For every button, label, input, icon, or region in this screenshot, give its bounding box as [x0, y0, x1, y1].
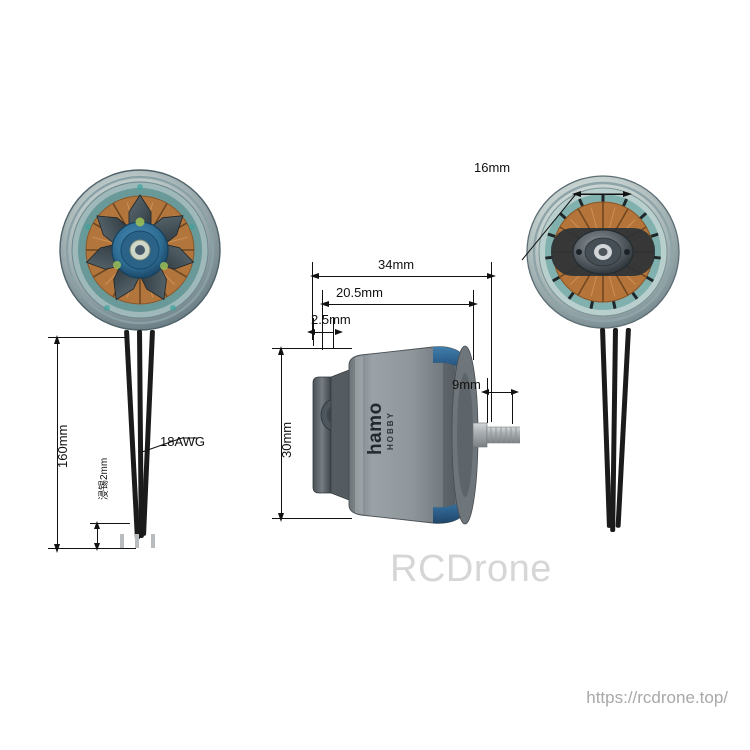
dim-arrows-30	[278, 346, 284, 522]
dim-line-tin	[97, 523, 98, 548]
leader-16mm	[521, 193, 630, 261]
site-url-text: https://rcdrone.top/	[586, 688, 728, 707]
ext-line-9-left	[487, 378, 488, 423]
motor-side-view-graphic	[312, 345, 526, 525]
ext-line-30-bottom	[272, 518, 352, 519]
dim-arrows-205	[320, 301, 478, 307]
dim-line-9	[487, 392, 512, 393]
watermark-text: RCDrone	[390, 548, 552, 590]
ext-line-160-bottom	[48, 548, 136, 549]
brand-sub: HOBBY	[380, 411, 398, 450]
dim-arrows-tin	[94, 521, 100, 551]
front-view-left	[55, 165, 225, 335]
dim-arrows-25	[307, 329, 343, 335]
dim-arrows-160	[54, 335, 60, 553]
dim-line-25	[313, 332, 333, 333]
brand-sub-label: HOBBY	[386, 411, 395, 450]
dim-line-34	[312, 276, 491, 277]
ext-line-34-left	[312, 262, 313, 340]
dim-label-18awg: 18AWG	[160, 434, 206, 449]
ext-line-160-top	[48, 337, 126, 338]
dim-label-tinned: 浸锡2mm	[99, 457, 110, 500]
motor-wire-right-3	[615, 327, 631, 528]
dim-arrows-16	[572, 191, 632, 197]
dim-arrows-34	[310, 273, 496, 279]
dim-label-34mm: 34mm	[378, 257, 415, 272]
dim-line-160	[57, 337, 58, 548]
dim-label-9mm: 9mm	[452, 377, 481, 392]
dim-label-205mm: 20.5mm	[336, 285, 383, 300]
dim-line-205	[322, 304, 473, 305]
stator-front-view-graphic	[59, 169, 221, 331]
side-view-center	[305, 335, 526, 535]
dim-label-30mm: 30mm	[279, 421, 294, 458]
ext-line-tin-top	[90, 523, 130, 524]
motor-bottom-view-graphic	[526, 175, 680, 329]
dim-line-16	[574, 194, 628, 195]
dim-label-16mm: 16mm	[474, 160, 511, 175]
ext-line-9-right	[512, 392, 513, 424]
ext-line-205-right	[473, 290, 474, 360]
dim-label-25mm: 2.5mm	[311, 312, 351, 327]
ext-line-30-top	[272, 348, 352, 349]
front-view-right	[523, 172, 683, 332]
tinned-wire-ends	[110, 534, 170, 550]
dim-line-30	[281, 348, 282, 518]
ext-line-205-left	[322, 290, 323, 350]
dim-label-160mm: 160mm	[55, 424, 70, 468]
dim-arrows-9	[481, 389, 519, 395]
ext-line-34-right	[491, 262, 492, 422]
ext-line-25-right	[333, 318, 334, 348]
leader-18awg	[141, 437, 198, 453]
